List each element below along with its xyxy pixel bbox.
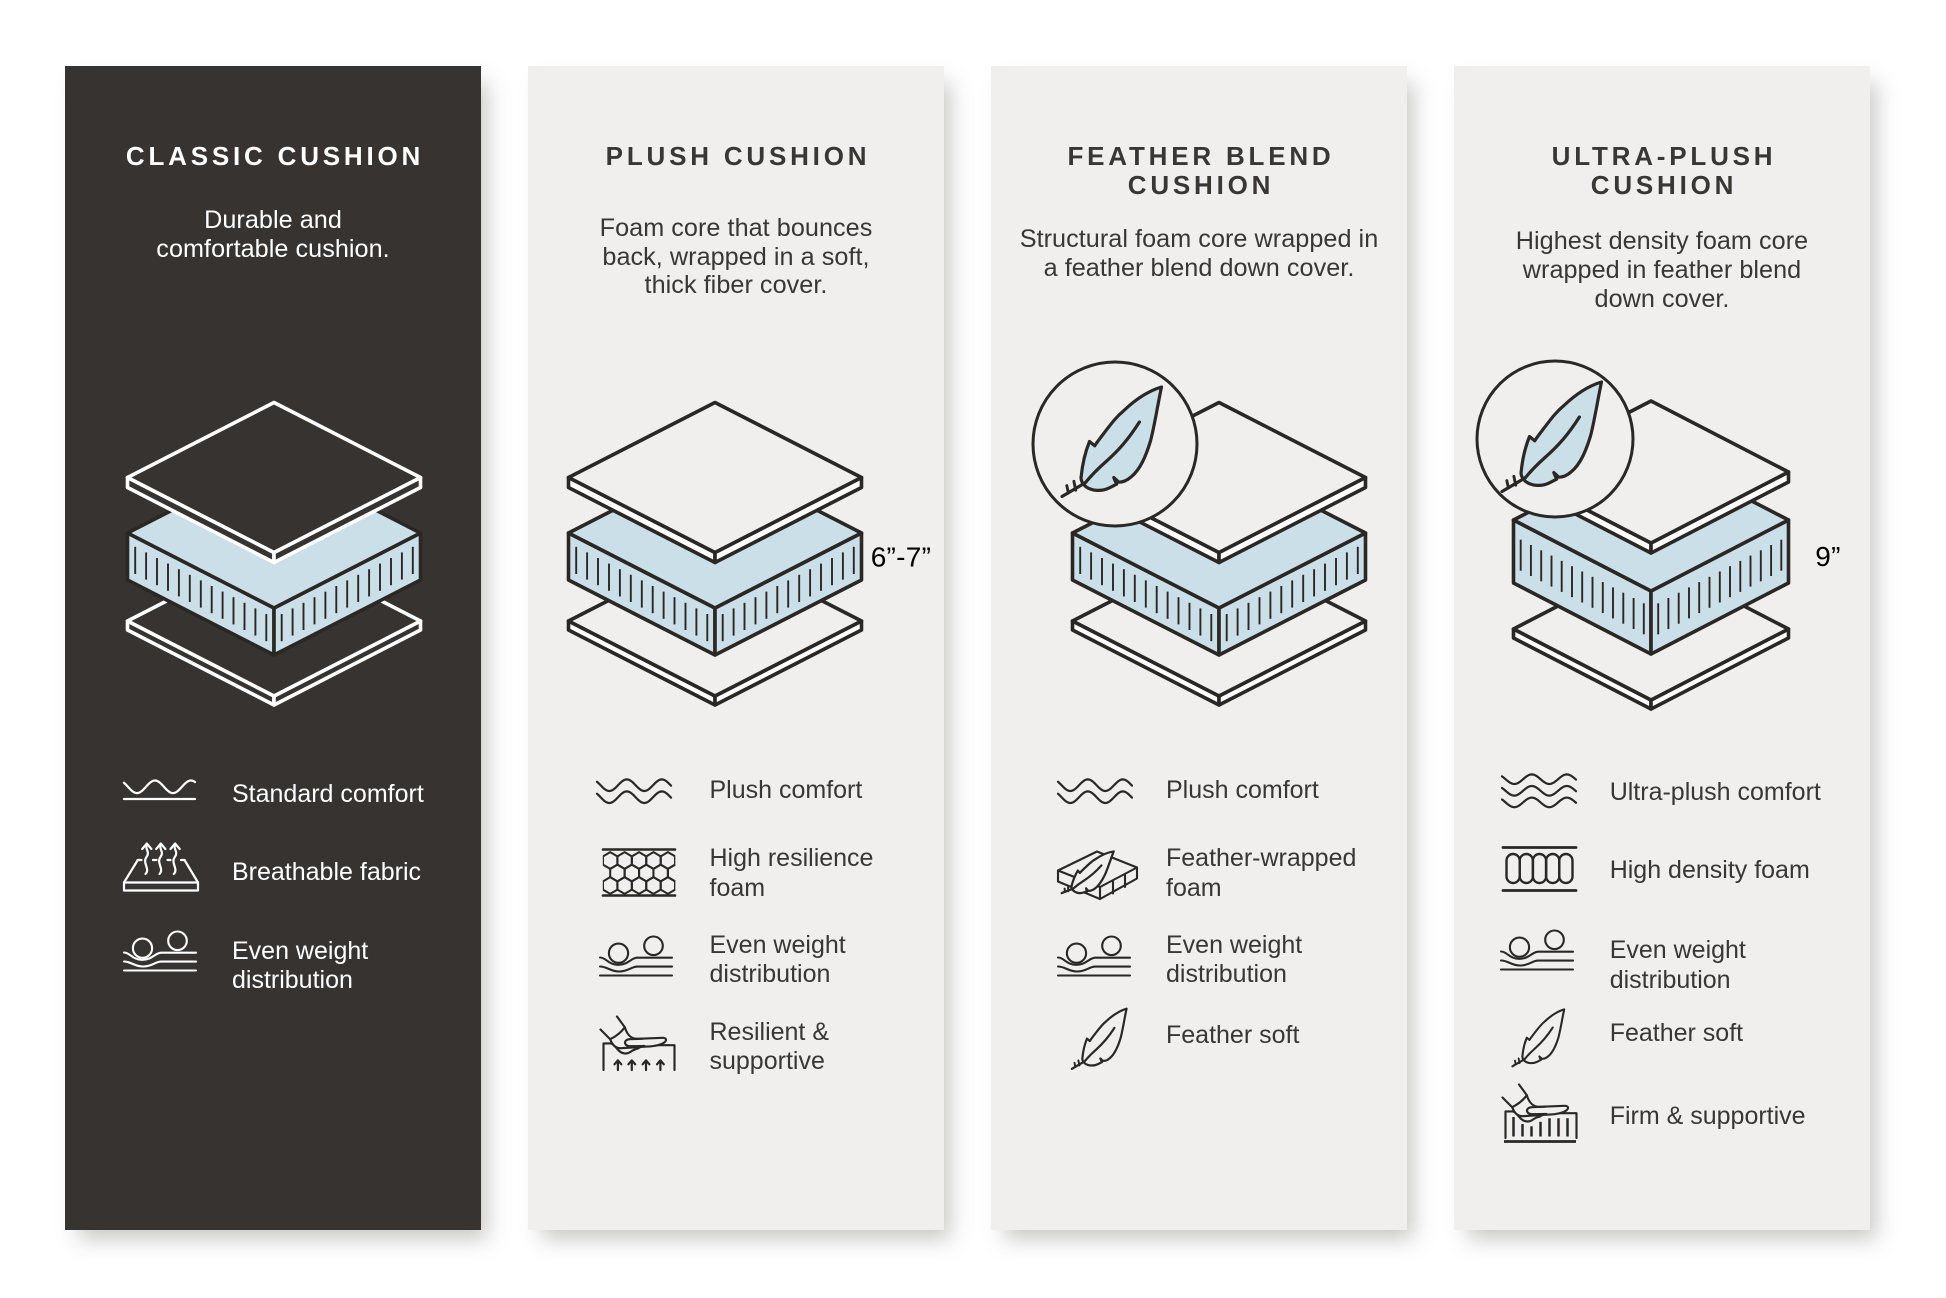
- svg-text:9”: 9”: [1815, 541, 1841, 572]
- svg-text:6”-7”: 6”-7”: [871, 542, 932, 573]
